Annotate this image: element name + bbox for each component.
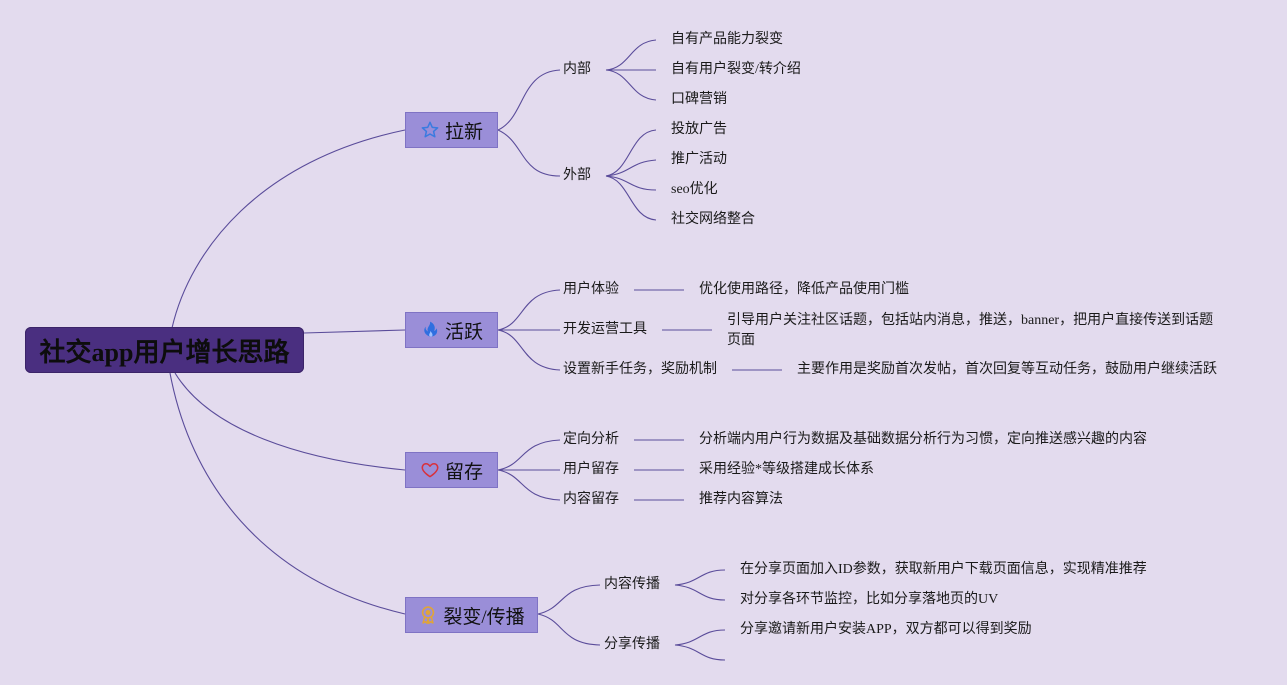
node-huoyue-1[interactable]: 用户体验 bbox=[563, 282, 619, 297]
node-huoyue-3[interactable]: 设置新手任务，奖励机制 bbox=[563, 362, 717, 377]
node-liebian-label: 裂变/传播 bbox=[443, 606, 525, 628]
node-liucun-1[interactable]: 定向分析 bbox=[563, 432, 619, 447]
leaf-liucun-2[interactable]: 采用经验*等级搭建成长体系 bbox=[699, 462, 874, 477]
node-huoyue[interactable]: 活跃 bbox=[405, 312, 498, 348]
connector-root-liucun bbox=[174, 372, 406, 471]
node-liucun-3[interactable]: 内容留存 bbox=[563, 492, 619, 507]
leaf-neibu-2[interactable]: 自有用户裂变/转介绍 bbox=[671, 62, 801, 77]
node-liucun-2[interactable]: 用户留存 bbox=[563, 462, 619, 477]
leaf-neirong-2[interactable]: 对分享各环节监控，比如分享落地页的UV bbox=[740, 592, 999, 607]
node-laxin-label: 拉新 bbox=[444, 121, 483, 143]
star-icon bbox=[420, 120, 440, 140]
node-neirong[interactable]: 内容传播 bbox=[604, 577, 660, 592]
leaf-liucun-3[interactable]: 推荐内容算法 bbox=[699, 492, 783, 507]
node-fenxiang[interactable]: 分享传播 bbox=[604, 637, 660, 652]
leaf-neirong-1[interactable]: 在分享页面加入ID参数，获取新用户下载页面信息，实现精准推荐 bbox=[740, 562, 1147, 577]
leaf-waibu-2[interactable]: 推广活动 bbox=[671, 152, 727, 167]
connector-root-huoyue bbox=[303, 329, 406, 334]
node-liebian[interactable]: 裂变/传播 bbox=[405, 597, 538, 633]
leaf-huoyue-2[interactable]: 引导用户关注社区话题，包括站内消息，推送，banner，把用户直接传送到话题页面 bbox=[727, 313, 1214, 348]
connector-root-laxin bbox=[171, 129, 406, 329]
leaf-waibu-1[interactable]: 投放广告 bbox=[671, 122, 727, 137]
leaf-neibu-3[interactable]: 口碑营销 bbox=[671, 92, 727, 107]
leaf-huoyue-1[interactable]: 优化使用路径，降低产品使用门槛 bbox=[699, 282, 909, 297]
node-laxin[interactable]: 拉新 bbox=[405, 112, 498, 148]
heart-icon bbox=[420, 460, 440, 480]
node-liucun[interactable]: 留存 bbox=[405, 452, 498, 488]
node-huoyue-label: 活跃 bbox=[444, 321, 483, 343]
connector-laxin-waibu bbox=[497, 129, 561, 177]
root-node[interactable]: 社交app用户增长思路 bbox=[25, 327, 304, 373]
flame-icon bbox=[420, 320, 440, 340]
node-liucun-label: 留存 bbox=[444, 461, 483, 483]
root-title: 社交app用户增长思路 bbox=[39, 337, 290, 367]
badge-icon bbox=[418, 605, 438, 625]
node-waibu[interactable]: 外部 bbox=[563, 168, 591, 183]
node-huoyue-2[interactable]: 开发运营工具 bbox=[563, 322, 647, 337]
leaf-waibu-3[interactable]: seo优化 bbox=[671, 182, 718, 197]
node-neibu[interactable]: 内部 bbox=[563, 62, 591, 77]
leaf-liucun-1[interactable]: 分析端内用户行为数据及基础数据分析行为习惯，定向推送感兴趣的内容 bbox=[699, 432, 1147, 447]
connector-laxin-neibu bbox=[497, 69, 561, 131]
leaf-waibu-4[interactable]: 社交网络整合 bbox=[671, 212, 755, 227]
leaf-neibu-1[interactable]: 自有产品能力裂变 bbox=[671, 32, 783, 47]
leaf-fenxiang-1[interactable]: 分享邀请新用户安装APP，双方都可以得到奖励 bbox=[740, 622, 1032, 637]
connector-root-liebian bbox=[169, 372, 406, 615]
leaf-huoyue-3[interactable]: 主要作用是奖励首次发帖，首次回复等互动任务，鼓励用户继续活跃 bbox=[797, 362, 1217, 377]
